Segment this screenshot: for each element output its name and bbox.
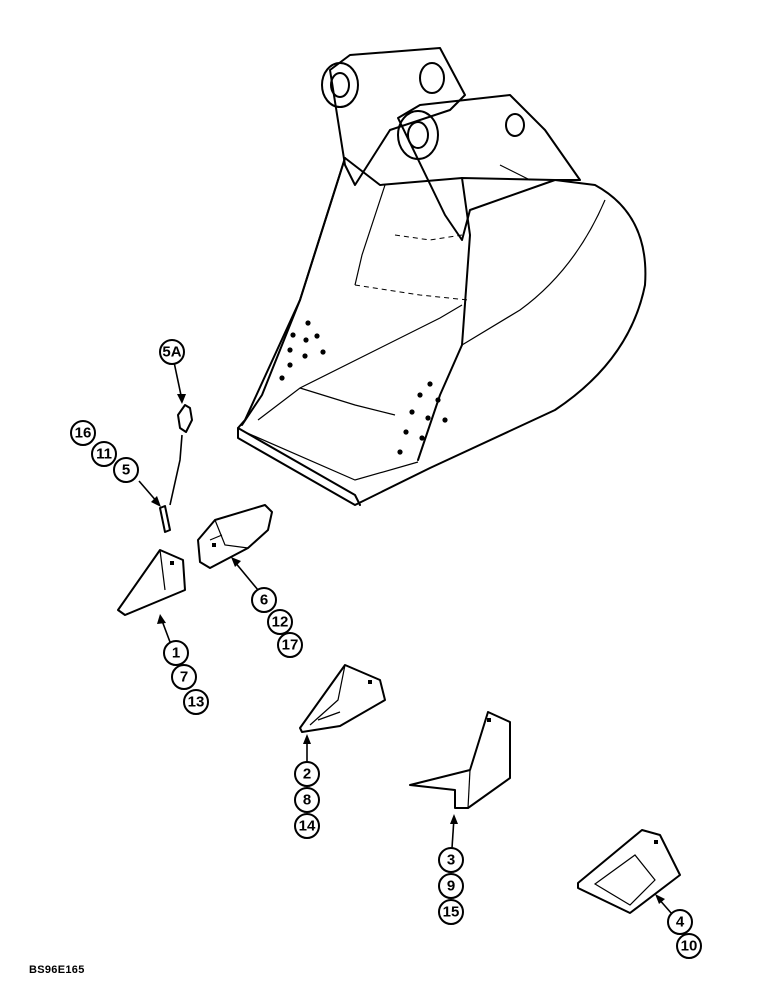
excavator-bucket <box>237 47 647 506</box>
callout-8: 8 <box>294 787 320 813</box>
callout-10: 10 <box>676 933 702 959</box>
callout-11: 11 <box>91 441 117 467</box>
callout-label: 13 <box>188 694 205 711</box>
callout-5a: 5A <box>159 339 185 365</box>
leader-lines <box>138 361 673 915</box>
callout-label: 17 <box>282 637 299 654</box>
callout-1: 1 <box>163 640 189 666</box>
callout-2: 2 <box>294 761 320 787</box>
retainer-clip-5a <box>177 404 193 433</box>
callout-5: 5 <box>113 457 139 483</box>
tooth-tip-4 <box>577 829 681 914</box>
callout-label: 3 <box>447 852 455 869</box>
callout-label: 14 <box>299 818 316 835</box>
callout-15: 15 <box>438 899 464 925</box>
callout-17: 17 <box>277 632 303 658</box>
tooth-pin <box>159 505 171 533</box>
callout-12: 12 <box>267 609 293 635</box>
callout-label: 5 <box>122 462 130 479</box>
tooth-tip-1 <box>117 549 186 616</box>
callout-4: 4 <box>667 909 693 935</box>
callout-label: 11 <box>96 446 112 463</box>
callout-13: 13 <box>183 689 209 715</box>
tooth-tip-2 <box>299 664 386 733</box>
callout-label: 4 <box>676 914 685 931</box>
callout-9: 9 <box>438 873 464 899</box>
callout-label: 5A <box>162 344 181 361</box>
tooth-tip-3 <box>409 711 511 809</box>
callout-7: 7 <box>171 664 197 690</box>
callout-16: 16 <box>70 420 96 446</box>
callout-6: 6 <box>251 587 277 613</box>
callout-14: 14 <box>294 813 320 839</box>
callout-label: 16 <box>75 425 92 442</box>
callout-label: 12 <box>272 614 289 631</box>
callout-label: 8 <box>303 792 311 809</box>
callout-3: 3 <box>438 847 464 873</box>
callout-label: 6 <box>260 592 268 609</box>
tooth-adapter <box>197 504 273 569</box>
callout-label: 9 <box>447 878 455 895</box>
callout-label: 1 <box>172 645 180 662</box>
callout-label: 2 <box>303 766 311 783</box>
callout-label: 15 <box>443 904 460 921</box>
drawing-code: BS96E165 <box>29 964 85 976</box>
callout-label: 10 <box>681 938 698 955</box>
callout-label: 7 <box>180 669 188 686</box>
